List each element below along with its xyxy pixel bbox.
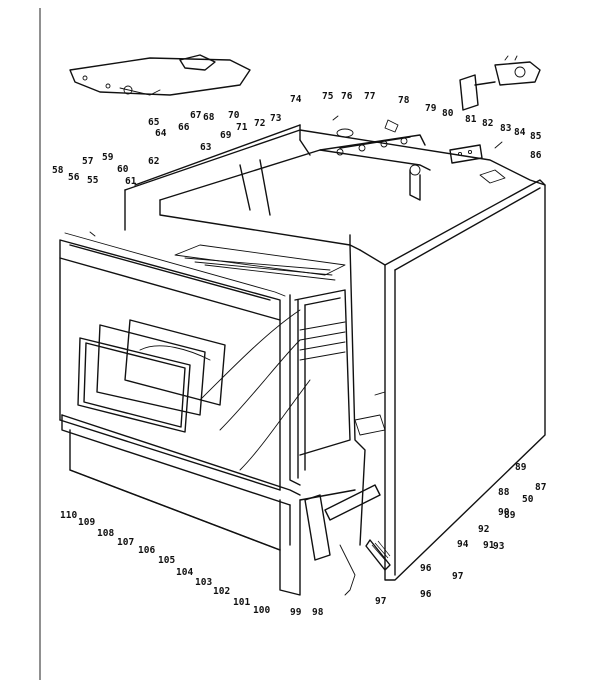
part-label-73: 73: [270, 113, 282, 124]
part-label-74: 74: [290, 94, 302, 105]
cabinet-top-frame: [124, 115, 546, 246]
part-label-72: 72: [254, 118, 265, 129]
bracket-plate: [69, 54, 251, 96]
part-label-75: 75: [322, 91, 334, 102]
part-label-67: 67: [190, 110, 201, 121]
part-label-79: 79: [425, 103, 437, 114]
part-label-101: 101: [233, 597, 250, 608]
part-label-85: 85: [530, 131, 542, 142]
part-label-69: 69: [220, 130, 232, 141]
part-label-70: 70: [228, 110, 240, 121]
part-label-96: 96: [420, 563, 432, 574]
right-side-panel: [384, 179, 546, 581]
part-label-100: 100: [253, 605, 270, 616]
cabinet-body: [174, 244, 386, 546]
part-label-110: 110: [60, 510, 77, 521]
part-label-87: 87: [535, 482, 546, 493]
part-label-61: 61: [125, 176, 137, 187]
part-label-81: 81: [465, 114, 477, 125]
part-label-78: 78: [398, 95, 410, 106]
part-label-98: 98: [312, 607, 324, 618]
part-label-99: 99: [290, 607, 302, 618]
part-label-104: 104: [176, 567, 193, 578]
part-label-91: 91: [483, 540, 495, 551]
oven-door: [59, 231, 286, 491]
part-label-92: 92: [478, 524, 489, 535]
part-label-97: 97: [452, 571, 463, 582]
door-window: [77, 319, 226, 433]
part-label-86: 86: [530, 150, 542, 161]
part-label-96: 96: [420, 589, 432, 600]
part-label-59: 59: [102, 152, 114, 163]
valve-assembly: [459, 55, 541, 111]
part-label-108: 108: [97, 528, 114, 539]
part-label-65: 65: [148, 117, 160, 128]
part-label-93: 93: [493, 541, 505, 552]
part-label-62: 62: [148, 156, 159, 167]
part-label-80: 80: [442, 108, 454, 119]
hinge-mechanism: [304, 391, 391, 596]
part-label-88: 88: [498, 487, 510, 498]
part-label-60: 60: [117, 164, 129, 175]
part-label-58: 58: [52, 165, 64, 176]
part-label-103: 103: [195, 577, 212, 588]
part-label-90: 90: [498, 507, 510, 518]
part-label-102: 102: [213, 586, 230, 597]
part-label-76: 76: [341, 91, 353, 102]
part-label-97: 97: [375, 596, 386, 607]
part-label-83: 83: [500, 123, 512, 134]
part-label-106: 106: [138, 545, 155, 556]
part-label-107: 107: [117, 537, 134, 548]
part-label-55: 55: [87, 175, 99, 186]
part-label-68: 68: [203, 112, 215, 123]
part-label-89: 89: [515, 462, 527, 473]
part-label-64: 64: [155, 128, 167, 139]
part-label-82: 82: [482, 118, 493, 129]
part-label-56: 56: [68, 172, 80, 183]
part-label-109: 109: [78, 517, 95, 528]
kick-panel: [61, 414, 356, 596]
part-label-84: 84: [514, 127, 526, 138]
part-label-89: 89: [504, 510, 516, 521]
part-label-50: 50: [522, 494, 534, 505]
part-label-77: 77: [364, 91, 375, 102]
part-label-94: 94: [457, 539, 469, 550]
part-label-66: 66: [178, 122, 190, 133]
small-bracket: [449, 141, 506, 184]
part-label-63: 63: [200, 142, 212, 153]
wiring: [199, 309, 311, 471]
part-label-57: 57: [82, 156, 93, 167]
part-label-71: 71: [236, 122, 248, 133]
part-label-105: 105: [158, 555, 175, 566]
